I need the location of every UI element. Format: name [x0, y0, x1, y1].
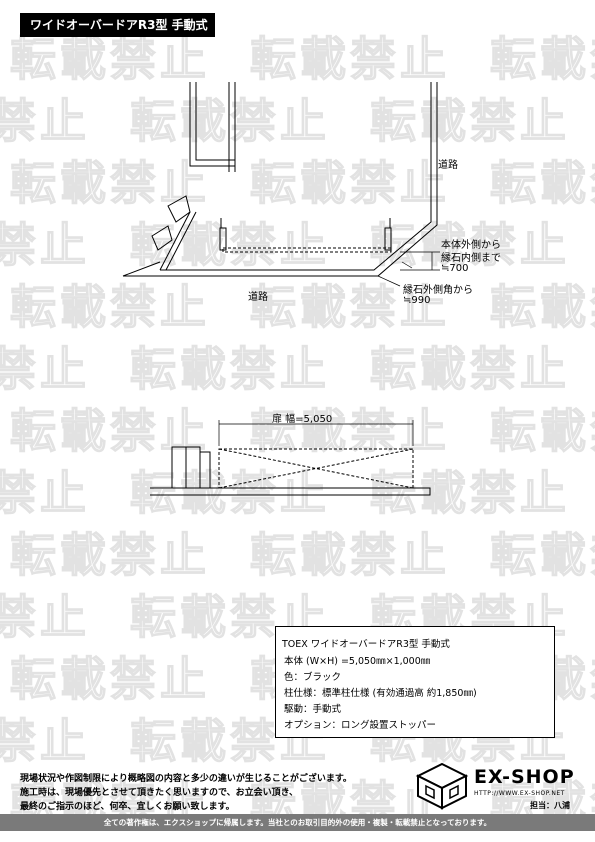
cube-logo-icon: [415, 762, 469, 810]
spec-box: [275, 626, 555, 738]
gate-post-right: [384, 227, 392, 251]
house-wall-outer: [189, 82, 235, 167]
ground-line: [150, 487, 431, 496]
dimension-label-2: 縁石外側角から: [403, 285, 473, 296]
copyright-footer: 全ての著作権は、エクスショップに帰属します。当社とのお取引目的外の使用・複製・転…: [0, 814, 595, 831]
spec-title: TOEX ワイドオーバードアR3型 手動式: [282, 639, 450, 650]
dimension-label-1b: 縁石内側まで: [441, 253, 501, 264]
elevation-post-cap: [199, 451, 211, 489]
step-shape-2: [151, 225, 173, 251]
house-wall-inner: [195, 82, 235, 161]
logo-url: HTTP://WWW.EX-SHOP.NET: [474, 790, 565, 797]
gate-body-plan: [222, 247, 392, 253]
step-shape-1: [167, 195, 191, 223]
spec-line: 柱仕様：標準柱仕様 (有効通過高 約1,850㎜): [284, 688, 477, 699]
person-in-charge: 担当：八浦: [530, 801, 570, 810]
dimension-value-1: ≒700: [441, 263, 469, 274]
ex-shop-logo: EX-SHOP HTTP://WWW.EX-SHOP.NET 担当：八浦: [414, 760, 574, 810]
gate-width-label: 扉 幅=5,050: [272, 414, 333, 425]
spec-line: 色：ブラック: [284, 672, 342, 683]
dimension-label-1a: 本体外側から: [441, 240, 501, 251]
road-label-top: 道路: [438, 160, 458, 171]
road-label-bottom: 道路: [248, 292, 268, 303]
note-line: 現場状況や作図制限により概略図の内容と多少の違いが生じることがございます。: [20, 774, 352, 784]
spec-line: 本体 (W×H) =5,050㎜×1,000㎜: [284, 656, 431, 667]
page-title: ワイドオーバードアR3型 手動式: [20, 13, 215, 37]
road-edge-outer: [123, 82, 438, 277]
gate-post-left: [219, 227, 227, 251]
note-line: 施工時は、現場優先とさせて頂きたく思いますので、お立会い頂き、: [20, 788, 299, 798]
house-wall-vertical: [228, 82, 236, 172]
notes: 現場状況や作図制限により概略図の内容と多少の違いが生じることがございます。 施工…: [20, 772, 352, 814]
road-edge-inner: [160, 82, 432, 271]
gate-panel: [218, 448, 414, 489]
dimension-value-2: ≒990: [403, 295, 431, 306]
steps: [122, 211, 197, 277]
spec-line: オプション：ロング設置ストッパー: [284, 720, 437, 731]
logo-name: EX-SHOP: [474, 766, 575, 788]
note-line: 最終のご指示のほど、何卒、宜しくお願い致します。: [20, 802, 235, 812]
spec-line: 駆動：手動式: [284, 704, 342, 715]
